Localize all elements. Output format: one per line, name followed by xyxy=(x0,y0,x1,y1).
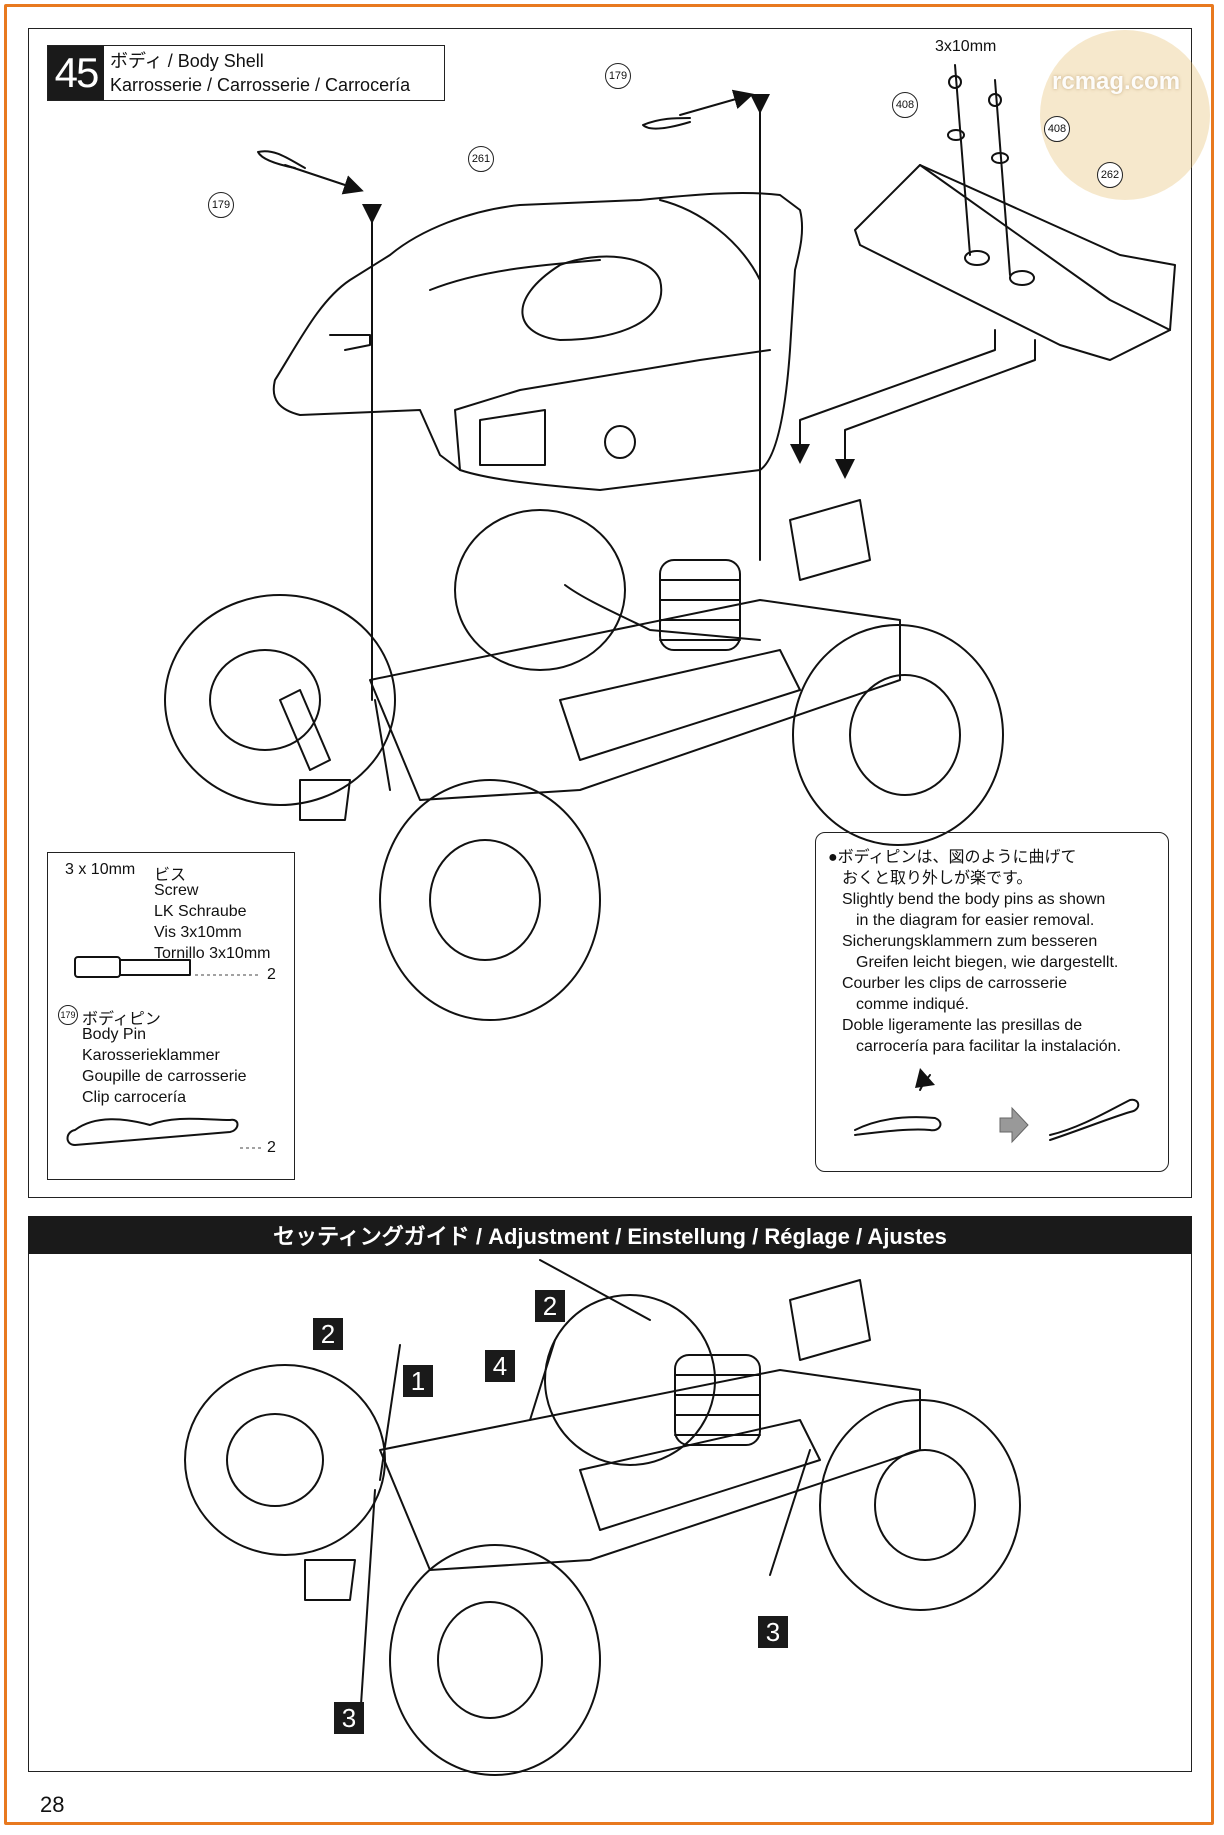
screw-name-es: Tornillo 3x10mm xyxy=(154,945,271,962)
marker-3-right: 3 xyxy=(758,1616,788,1648)
body-pin-qty: 2 xyxy=(267,1139,276,1156)
note-jp-2: おくと取り外しが楽です。 xyxy=(842,870,1033,887)
watermark-text: rcmag.com xyxy=(1052,68,1181,95)
callout-body-shell: 261 xyxy=(468,146,494,172)
screw-name-de: LK Schraube xyxy=(154,903,247,920)
watermark-logo xyxy=(1040,30,1210,200)
adjustment-title: セッティングガイド / Adjustment / Einstellung / R… xyxy=(28,1216,1192,1254)
screw-name-en: Screw xyxy=(154,882,199,899)
callout-body-pin-right: 179 xyxy=(605,63,631,89)
body-pin-name-en: Body Pin xyxy=(82,1026,147,1043)
body-pin-name-de: Karosserieklammer xyxy=(82,1047,220,1064)
parts-list: 3 x 10mm ビス Screw LK Schraube Vis 3x10mm… xyxy=(47,852,295,1180)
screw-qty: 2 xyxy=(267,966,276,983)
page-frame xyxy=(4,4,1214,1825)
step-title-1: ボディ / Body Shell xyxy=(110,51,264,71)
callout-washer-left: 408 xyxy=(892,92,918,118)
step-section xyxy=(28,28,1192,1198)
body-pin-name-jp: ボディピン xyxy=(82,1011,161,1028)
marker-4: 4 xyxy=(485,1350,515,1382)
wing-drawing xyxy=(790,64,1176,479)
step-header: 45 ボディ / Body Shell Karrosserie / Carros… xyxy=(47,45,445,101)
body-shell-drawing xyxy=(272,191,804,491)
note-es-2: carrocería para facilitar la instalación… xyxy=(856,1038,1122,1055)
callout-screw-size: 3x10mm xyxy=(935,38,997,55)
note-fr-2: comme indiqué. xyxy=(856,996,969,1013)
note-fr-1: Courber les clips de carrosserie xyxy=(842,975,1067,992)
screw-name-jp: ビス xyxy=(154,867,187,884)
body-pin-name-es: Clip carrocería xyxy=(82,1089,187,1106)
body-pin-num: 179 xyxy=(58,1005,78,1025)
step-number: 45 xyxy=(48,46,104,100)
note-de-2: Greifen leicht biegen, wie dargestellt. xyxy=(856,954,1119,971)
chassis-drawing-bottom xyxy=(184,1259,1021,1776)
body-pin-name-fr: Goupille de carrosserie xyxy=(82,1068,247,1085)
note-en-1: Slightly bend the body pins as shown xyxy=(842,891,1106,908)
marker-2-left: 2 xyxy=(313,1318,343,1350)
callout-body-pin-left: 179 xyxy=(208,192,234,218)
note-en-2: in the diagram for easier removal. xyxy=(856,912,1095,929)
chassis-drawing-top xyxy=(164,499,1004,1021)
step-title-2: Karrosserie / Carrosserie / Carrocería xyxy=(110,75,411,95)
note-de-1: Sicherungsklammern zum besseren xyxy=(842,933,1098,950)
screw-name-fr: Vis 3x10mm xyxy=(154,924,242,941)
note-es-1: Doble ligeramente las presillas de xyxy=(842,1017,1083,1034)
note-jp-1: ●ボディピンは、図のように曲げて xyxy=(828,849,1077,866)
callout-wing: 262 xyxy=(1097,162,1123,188)
screw-size: 3 x 10mm xyxy=(65,861,136,878)
marker-3-left: 3 xyxy=(334,1702,364,1734)
callout-washer-right: 408 xyxy=(1044,116,1070,142)
note-box: ●ボディピンは、図のように曲げて おくと取り外しが楽です。 Slightly b… xyxy=(815,832,1169,1172)
marker-2-right: 2 xyxy=(535,1290,565,1322)
marker-1: 1 xyxy=(403,1365,433,1397)
page-number: 28 xyxy=(40,1792,65,1817)
